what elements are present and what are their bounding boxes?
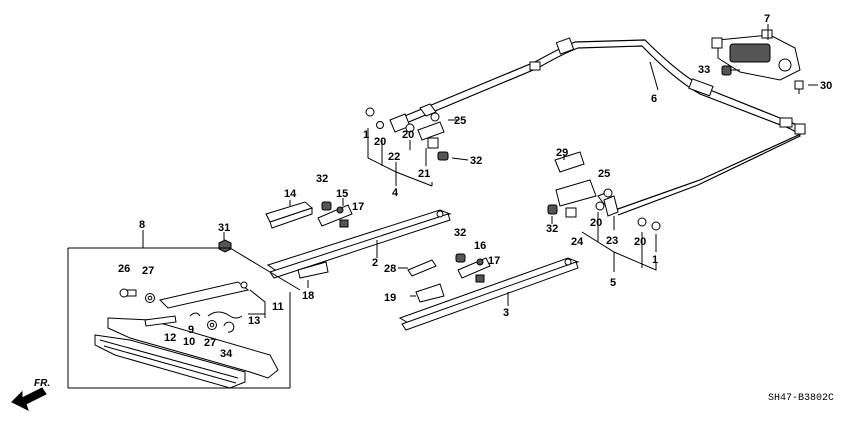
part-18	[297, 261, 329, 279]
callout-21: 21	[418, 168, 430, 180]
callout-33: 33	[698, 64, 710, 76]
clip-34	[223, 321, 235, 333]
callout-32a: 32	[470, 155, 482, 167]
callout-6: 6	[651, 93, 657, 105]
motor-bolt	[794, 80, 804, 94]
bolt-26	[119, 288, 137, 298]
callout-29: 29	[556, 147, 568, 159]
part-14	[265, 201, 313, 229]
deflector-panel	[94, 317, 279, 389]
callout-16: 16	[474, 240, 486, 252]
callout-32b: 32	[316, 173, 328, 185]
callout-25b: 25	[598, 168, 610, 180]
callout-14: 14	[284, 188, 297, 200]
sunroof-motor	[711, 29, 801, 81]
callout-27b: 27	[204, 337, 216, 349]
callout-27a: 27	[142, 265, 154, 277]
part-16	[457, 257, 491, 279]
motor-collar	[721, 65, 732, 76]
callout-17a: 17	[352, 201, 364, 213]
callout-3: 3	[503, 307, 509, 319]
callout-19: 19	[384, 292, 396, 304]
rail-3	[398, 257, 580, 331]
part-13	[207, 311, 243, 319]
callout-30: 30	[820, 80, 832, 92]
washer-27a	[145, 293, 155, 303]
callout-10: 10	[183, 336, 195, 348]
part-28	[407, 259, 437, 277]
callout-1b: 1	[652, 254, 658, 266]
callout-20c: 20	[590, 217, 602, 229]
callout-7: 7	[764, 13, 770, 25]
callout-26: 26	[118, 263, 130, 275]
callout-20b: 20	[402, 129, 414, 141]
part-15	[317, 204, 353, 227]
callout-31: 31	[218, 222, 230, 234]
nut-32a	[321, 201, 332, 211]
callout-24: 24	[571, 236, 584, 248]
diagram-code: SH47-B3802C	[768, 393, 834, 404]
callout-18: 18	[302, 290, 314, 302]
callout-34: 34	[220, 348, 233, 360]
callout-12: 12	[164, 332, 176, 344]
front-label: FR.	[34, 378, 50, 389]
callout-11: 11	[272, 301, 284, 313]
callout-22: 22	[388, 151, 400, 163]
part-9	[189, 312, 201, 317]
callout-32c: 32	[546, 223, 558, 235]
front-direction-arrow: FR.	[11, 378, 50, 411]
bracket-group-left	[365, 107, 449, 161]
callout-labels: 7 33 30 6 25 32 1 20 20 22 21 4 29 25 20…	[118, 13, 832, 360]
callout-4: 4	[392, 187, 399, 199]
callout-20d: 20	[634, 236, 646, 248]
callout-25a: 25	[454, 115, 466, 127]
callout-23: 23	[606, 235, 618, 247]
callout-28: 28	[384, 263, 396, 275]
callout-15: 15	[336, 188, 348, 200]
leader-lines	[142, 24, 818, 318]
callout-1a: 1	[363, 129, 369, 141]
callout-9: 9	[188, 324, 194, 336]
callout-20a: 20	[374, 136, 386, 148]
callout-2: 2	[372, 257, 378, 269]
callout-8: 8	[139, 219, 145, 231]
part-17b	[475, 274, 485, 283]
callout-13: 13	[248, 315, 260, 327]
part-12	[144, 315, 177, 327]
arm-11	[159, 281, 250, 309]
nut-32b	[455, 253, 466, 263]
part-17a	[339, 219, 349, 228]
part-19	[415, 283, 445, 303]
nut-31	[218, 239, 232, 253]
callout-32d: 32	[454, 227, 466, 239]
rail-2	[266, 209, 452, 279]
bracket-group-right	[547, 151, 661, 231]
washer-27b	[207, 320, 217, 330]
callout-17b: 17	[488, 255, 500, 267]
front-assembly-box	[67, 247, 301, 389]
callout-5: 5	[610, 277, 616, 289]
